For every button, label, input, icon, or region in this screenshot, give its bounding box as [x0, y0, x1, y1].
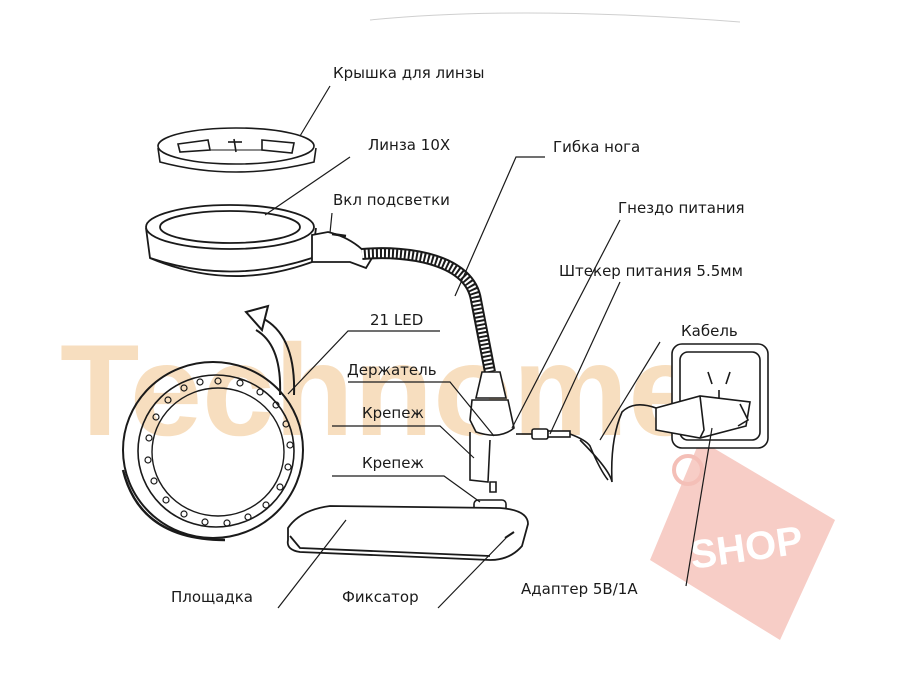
label-led: 21 LED [370, 311, 423, 329]
rotate-arrow-icon [244, 304, 296, 396]
label-power-jack: Гнездо питания [618, 199, 745, 217]
watermark-brand: Technome [60, 317, 700, 463]
leader-lines [264, 85, 713, 609]
labels: Крышка для линзы Линза 10Х Вкл подсветки… [171, 64, 745, 606]
label-cable: Кабель [681, 322, 738, 340]
label-light-switch: Вкл подсветки [333, 191, 450, 209]
shop-tag-icon [650, 440, 835, 640]
adapter-drawing [655, 395, 751, 439]
label-holder: Держатель [347, 361, 437, 379]
label-lens: Линза 10Х [368, 136, 450, 154]
label-mount-bottom: Крепеж [362, 454, 424, 472]
label-platform: Площадка [171, 588, 253, 606]
label-clamp: Фиксатор [342, 588, 419, 606]
watermark: Technome SHOP [60, 317, 835, 640]
magnifier-head-drawing [145, 204, 374, 277]
label-mount-top: Крепеж [362, 404, 424, 422]
label-flex-leg: Гибка нога [553, 138, 640, 156]
gooseneck-drawing [361, 247, 496, 374]
label-adapter: Адаптер 5В/1А [521, 580, 638, 598]
label-power-plug: Штекер питания 5.5мм [559, 262, 743, 280]
led-dots [144, 377, 294, 527]
label-lens-cover: Крышка для линзы [333, 64, 484, 82]
base-platform-drawing [286, 505, 529, 561]
led-ring-drawing [121, 361, 304, 542]
lens-cover-drawing [157, 127, 317, 173]
cable-drawing [579, 404, 657, 483]
power-plug-drawing [516, 428, 609, 481]
top-scribble [369, 12, 741, 23]
